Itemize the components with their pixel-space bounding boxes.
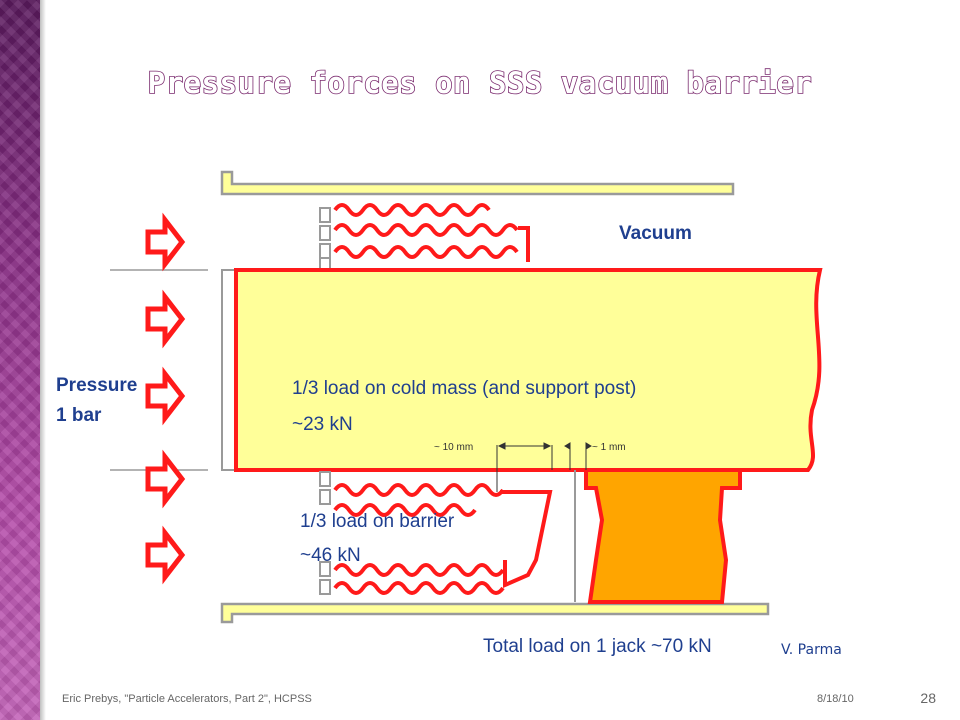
page-number: 28 bbox=[920, 690, 936, 706]
image-credit: V. Parma bbox=[781, 642, 842, 658]
lower-bellows bbox=[333, 483, 553, 595]
pressure-arrow bbox=[145, 449, 186, 509]
footer-date: 8/18/10 bbox=[817, 693, 854, 705]
cold-mass-load-label: 1/3 load on cold mass (and support post) bbox=[292, 378, 637, 399]
top-outer-rail bbox=[220, 170, 735, 196]
pressure-arrow bbox=[145, 212, 186, 272]
pressure-arrow bbox=[145, 366, 186, 426]
dimension-10mm-label: ~ 10 mm bbox=[434, 442, 473, 453]
cold-mass-load-value: ~23 kN bbox=[292, 414, 353, 435]
sidebar-shadow bbox=[40, 0, 46, 720]
pressure-arrow bbox=[145, 525, 186, 585]
barrier-load-label: 1/3 load on barrier bbox=[300, 511, 455, 532]
pressure-arrow bbox=[145, 289, 186, 349]
barrier-wall bbox=[221, 269, 237, 471]
support-jack bbox=[574, 468, 742, 604]
dimension-1mm-label: ~ 1 mm bbox=[592, 442, 626, 453]
barrier-load-value: ~46 kN bbox=[300, 545, 361, 566]
cold-mass-body bbox=[234, 268, 823, 472]
slide-title: Pressure forces on SSS vacuum barrier bbox=[147, 65, 813, 101]
decorative-sidebar bbox=[0, 0, 40, 720]
bottom-outer-rail bbox=[220, 602, 770, 624]
pressure-value-label: 1 bar bbox=[56, 405, 102, 426]
lower-bellows-flanges bbox=[319, 471, 331, 595]
upper-bellows-flanges bbox=[319, 207, 331, 271]
pressure-label: Pressure bbox=[56, 375, 138, 396]
total-load-label: Total load on 1 jack ~70 kN bbox=[483, 636, 712, 657]
upper-bellows bbox=[333, 203, 530, 262]
pressure-arrows bbox=[145, 212, 186, 585]
footer-author: Eric Prebys, "Particle Accelerators, Par… bbox=[62, 693, 312, 705]
dimension-markers bbox=[496, 442, 592, 492]
vacuum-label: Vacuum bbox=[619, 223, 692, 244]
